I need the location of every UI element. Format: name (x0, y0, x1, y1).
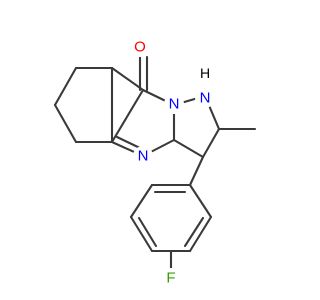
bond-double-1 (115, 135, 144, 151)
bond-phenyl-1 (188, 183, 213, 219)
structure-diagram: O N N H N F (53, 37, 257, 288)
bond-ring-1 (110, 66, 145, 92)
nitrogen-bridge-label: N (169, 96, 180, 113)
bond-ring-4 (53, 103, 78, 144)
n-bridge-label-bg (164, 94, 184, 114)
molecule-canvas: O N N H N F (53, 37, 257, 288)
bond-aryl-link (188, 155, 205, 187)
hydrogen-label: H (200, 65, 210, 81)
oxygen-label: O (134, 39, 146, 56)
bond-ring-11 (110, 88, 145, 144)
fluorine-label: F (166, 270, 175, 287)
bond-ring-3 (53, 66, 78, 107)
bond-pyrazole-4 (172, 138, 205, 159)
n-ring-label-bg (133, 146, 153, 166)
o-label-bg (130, 37, 150, 57)
bond-pyrazole-3 (201, 127, 221, 159)
nh-label-bg (195, 88, 215, 108)
bond-phenyl-4 (129, 215, 154, 253)
bonds (53, 55, 257, 272)
nitrogen-nh-label: N (200, 90, 211, 107)
bond-phenyl-inner-2 (137, 216, 158, 248)
bond-phenyl-inner-3 (183, 216, 205, 248)
bond-phenyl-5 (129, 183, 154, 219)
bond-phenyl-2 (188, 215, 213, 253)
nitrogen-ring-label: N (138, 148, 149, 165)
f-label-bg (161, 268, 181, 288)
